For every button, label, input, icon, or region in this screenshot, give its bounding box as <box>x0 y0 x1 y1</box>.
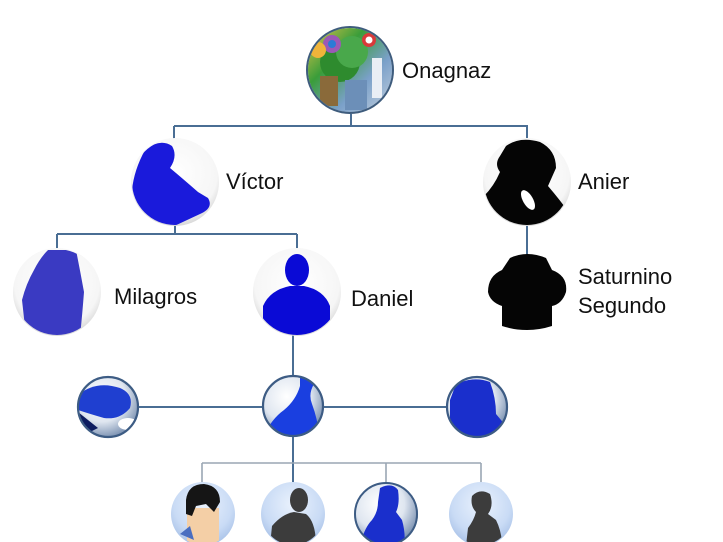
node-onagnaz-avatar[interactable] <box>306 26 394 114</box>
child-1-avatar[interactable] <box>171 482 235 542</box>
node-saturnino-name-line1: Saturnino <box>578 264 673 289</box>
node-saturnino-avatar[interactable] <box>488 254 567 330</box>
connector-victor <box>56 225 298 250</box>
node-milagros-avatar[interactable] <box>13 248 101 336</box>
node-daniel-name: Daniel <box>351 286 414 311</box>
node-milagros-name: Milagros <box>114 284 198 309</box>
node-saturnino-name-line2: Segundo <box>578 293 667 318</box>
node-anier-avatar[interactable] <box>483 138 571 228</box>
orb-center-avatar[interactable] <box>261 374 325 440</box>
node-anier-name: Anier <box>578 169 630 194</box>
node-victor-avatar[interactable] <box>131 138 219 228</box>
node-daniel-avatar[interactable] <box>253 248 341 336</box>
connector-root <box>173 112 528 140</box>
child-4-avatar[interactable] <box>449 482 513 542</box>
connector-bottom-bus <box>201 462 482 483</box>
orb-left-avatar[interactable] <box>76 375 140 439</box>
node-onagnaz-name: Onagnaz <box>402 58 492 83</box>
orb-right-avatar[interactable] <box>445 375 509 440</box>
connectors <box>56 112 528 483</box>
child-3-avatar[interactable] <box>354 482 418 542</box>
child-2-avatar[interactable] <box>261 482 325 542</box>
node-victor-name: Víctor <box>226 169 284 194</box>
